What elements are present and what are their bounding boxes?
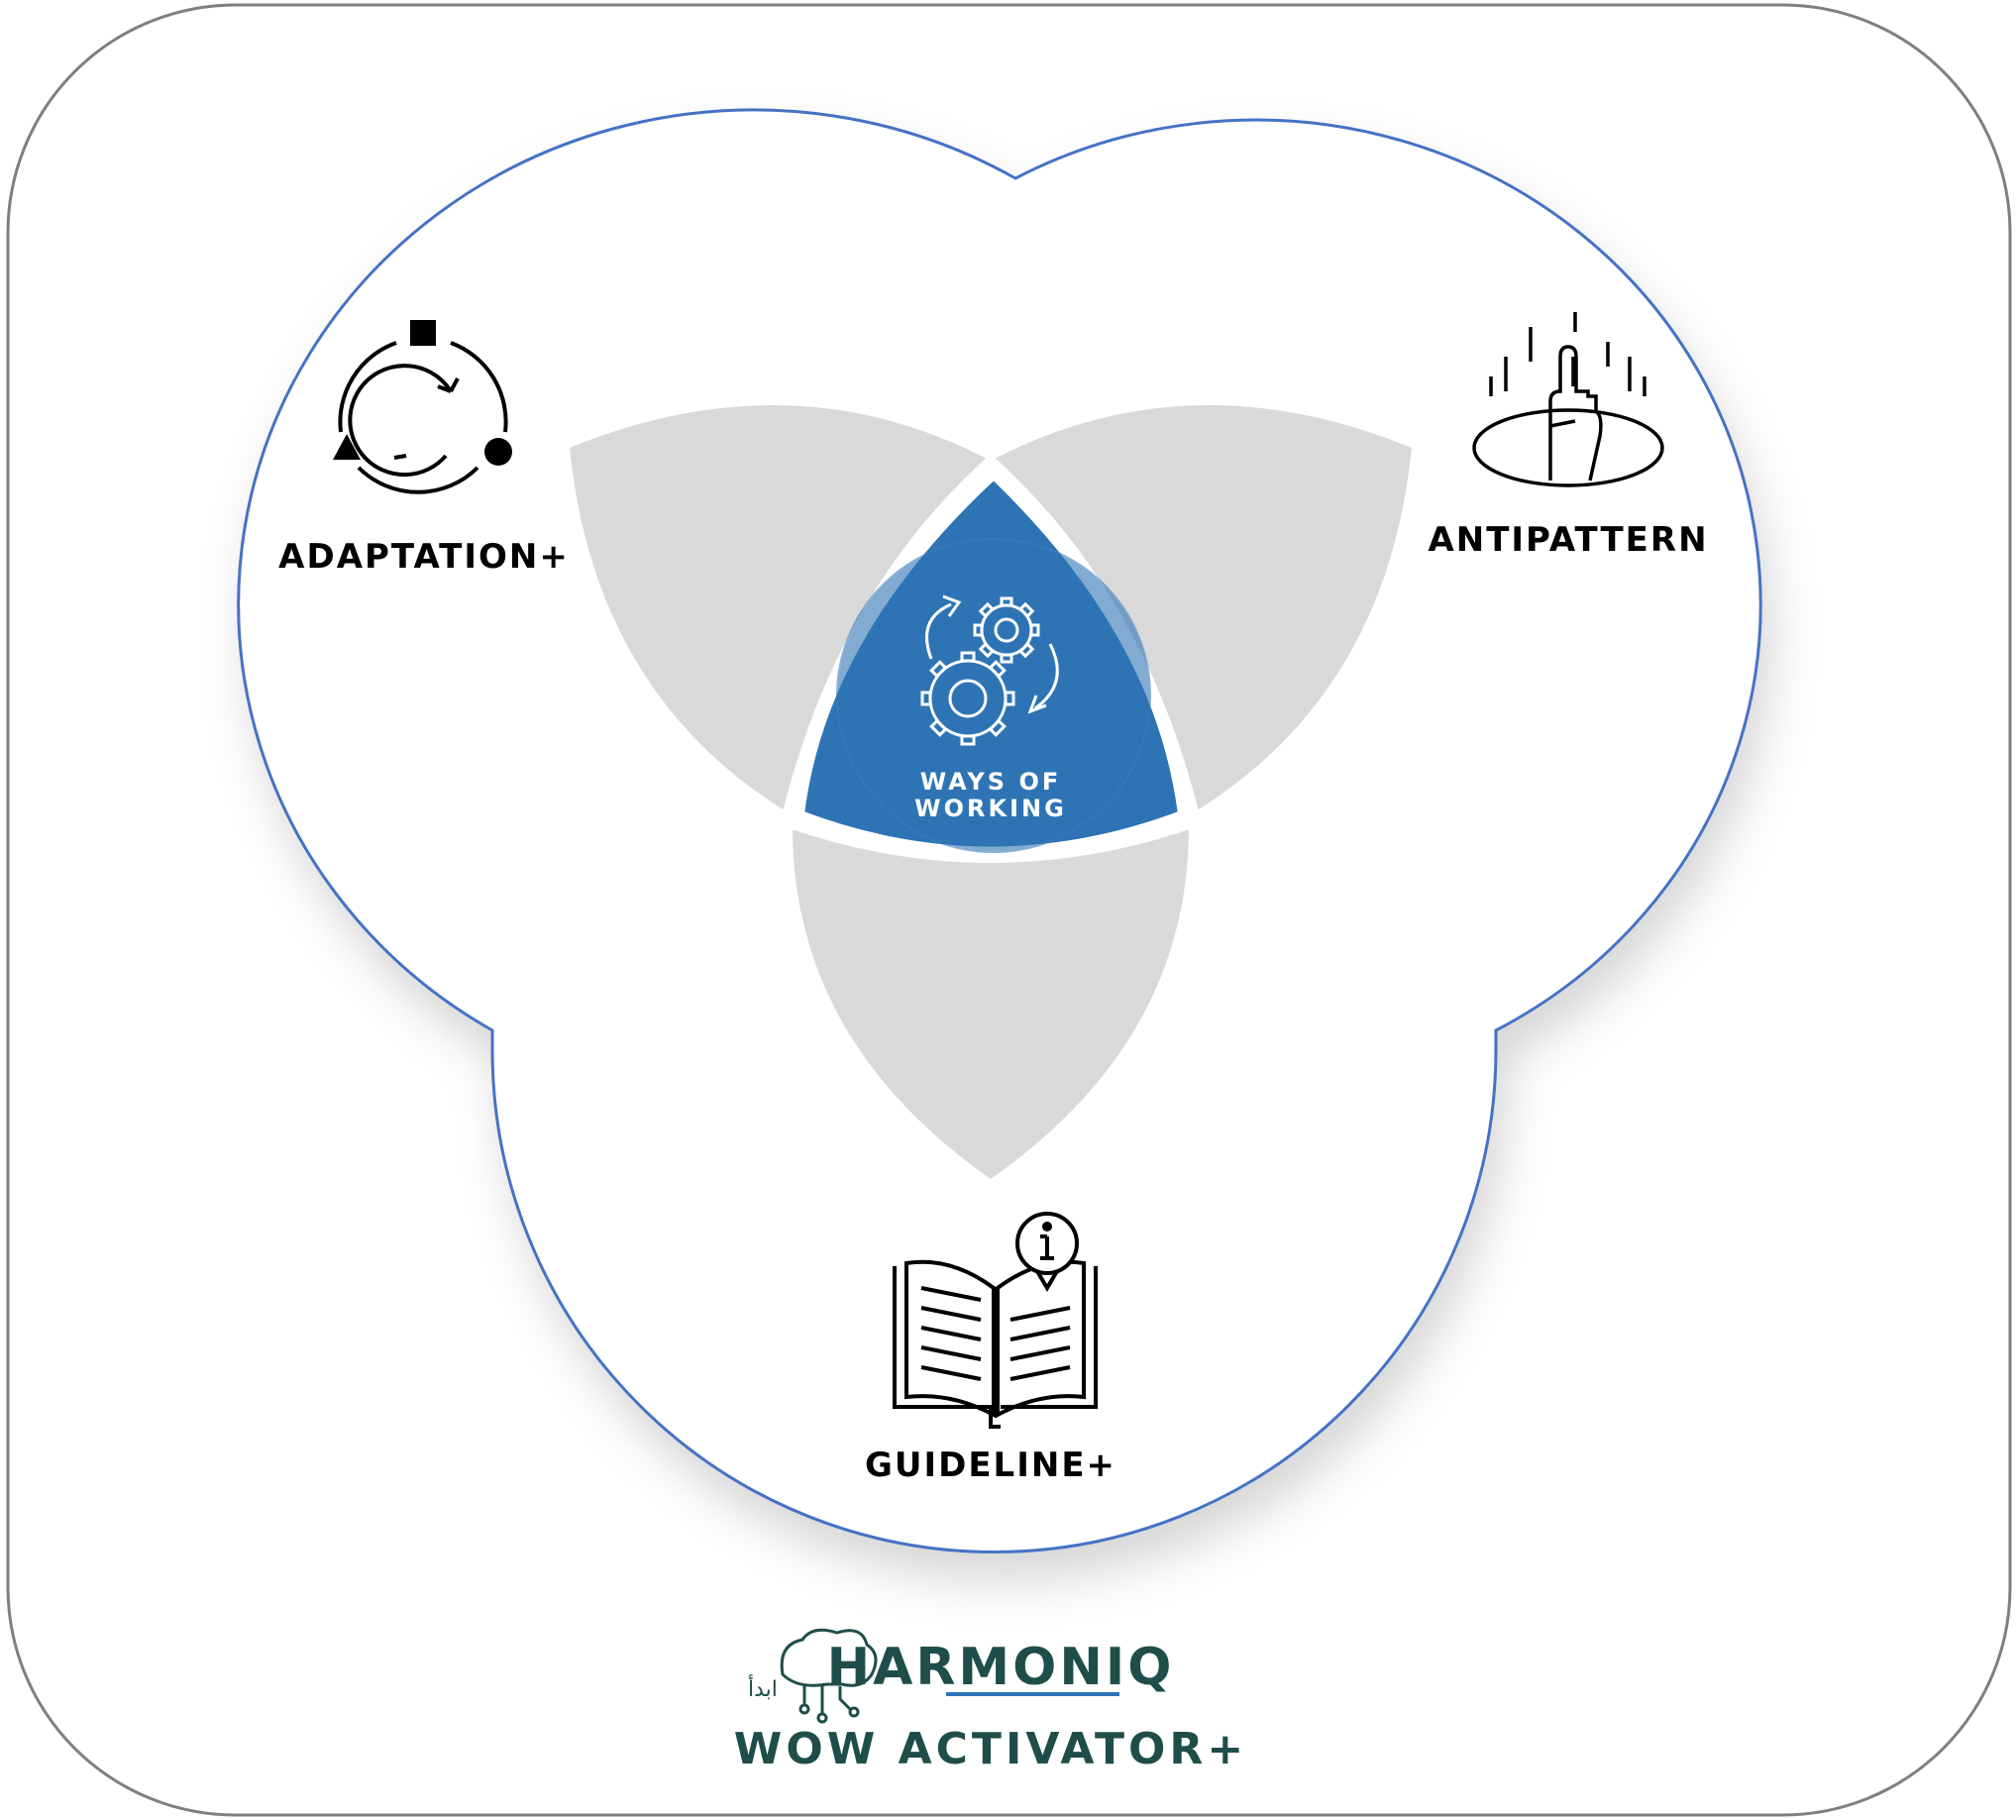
antipattern-label: ANTIPATTERN [1428,520,1708,560]
brand-name: HARMONIQ [827,1638,1175,1697]
open-book-info-icon [893,1212,1098,1429]
harmoniq-logo: ابدأ HARMONIQ [748,1628,1175,1724]
venn-petals [570,405,1412,1179]
brain-circuit-icon [780,1628,878,1724]
guideline-label: GUIDELINE+ [865,1445,1116,1485]
gears-cycle-icon [920,594,1059,746]
petal-top-left [570,405,991,812]
center-label-line1: WAYS OF [920,768,1062,796]
tagline: WOW ACTIVATOR+ [734,1724,1247,1774]
adaptation-cycle-icon [333,320,512,494]
center-label-line2: WORKING [914,795,1067,822]
raised-hand-hole-icon [1472,312,1664,487]
adaptation-label: ADAPTATION+ [278,537,570,577]
petal-top-right [991,405,1412,812]
arabic-mark: ابدأ [748,1674,778,1702]
petal-bottom [793,827,1189,1179]
